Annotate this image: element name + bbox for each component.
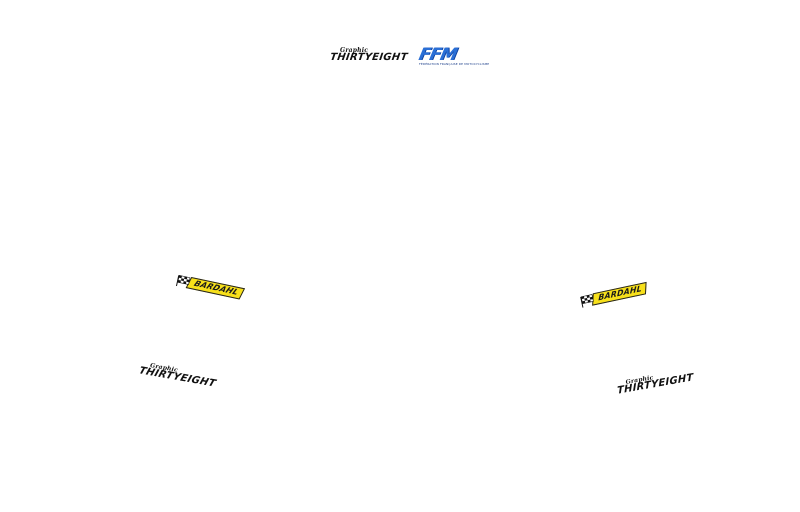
bardahl-badge: BARDAHL [185, 276, 246, 300]
bardahl-logo-text: BARDAHL [598, 283, 643, 303]
thirtyeight-logo-top: Graphic THIRTYEIGHT [329, 45, 409, 64]
thirtyeight-logo-right: Graphic THIRTYEIGHT [615, 365, 695, 397]
ffm-logo-main-text: FFM [416, 45, 459, 65]
checkered-flag-icon [580, 294, 594, 308]
bardahl-badge: BARDAHL [592, 281, 648, 306]
ffm-logo-sub-text: FÉDÉRATION FRANÇAISE DE MOTOCYCLISME [419, 62, 490, 66]
bardahl-logo-left: BARDAHL [175, 274, 246, 300]
checkered-flag-icon [175, 275, 191, 287]
ffm-logo: FFM FÉDÉRATION FRANÇAISE DE MOTOCYCLISME [416, 45, 490, 69]
thirtyeight-logo-big-text: THIRTYEIGHT [329, 52, 409, 63]
thirtyeight-logo-small-text: Graphic [340, 47, 369, 54]
bardahl-logo-right: BARDAHL [579, 281, 648, 308]
thirtyeight-logo-left: Graphic THIRTYEIGHT [137, 358, 218, 390]
bardahl-logo-text: BARDAHL [192, 279, 241, 297]
